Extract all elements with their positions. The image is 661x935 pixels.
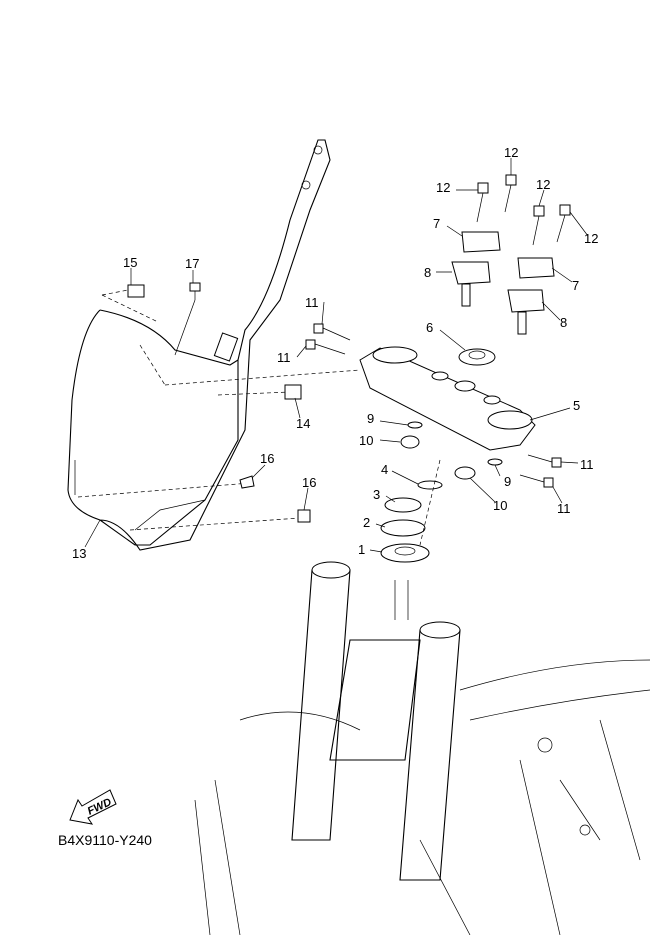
callout-9: 9 bbox=[367, 411, 374, 426]
callout-12: 12 bbox=[504, 145, 518, 160]
callout-16: 16 bbox=[260, 451, 274, 466]
callout-6: 6 bbox=[426, 320, 433, 335]
callout-10: 10 bbox=[359, 433, 373, 448]
clip-14 bbox=[284, 384, 302, 400]
callout-17: 17 bbox=[185, 256, 199, 271]
callout-1: 1 bbox=[358, 542, 365, 557]
upper-bracket-5 bbox=[359, 346, 536, 451]
number-plate-13 bbox=[67, 139, 361, 551]
callout-4: 4 bbox=[381, 462, 388, 477]
callout-11: 11 bbox=[277, 350, 291, 365]
callout-12: 12 bbox=[436, 180, 450, 195]
bolts-11 bbox=[305, 323, 562, 488]
callout-16: 16 bbox=[302, 475, 316, 490]
callout-8: 8 bbox=[424, 265, 431, 280]
nut-6 bbox=[458, 348, 496, 366]
callout-labels: 12 12 12 12 7 7 8 8 15 17 11 11 6 5 14 9… bbox=[72, 145, 598, 561]
callout-15: 15 bbox=[123, 255, 137, 270]
clip-16a bbox=[239, 475, 255, 489]
svg-text:FWD: FWD bbox=[86, 796, 114, 817]
leader-lines bbox=[84, 158, 589, 553]
callout-11: 11 bbox=[305, 295, 319, 310]
bolts-12 bbox=[476, 174, 571, 246]
clip-16b bbox=[297, 509, 311, 523]
callout-7: 7 bbox=[572, 278, 579, 293]
handlebar-holders bbox=[451, 231, 555, 335]
callout-10: 10 bbox=[493, 498, 507, 513]
callout-5: 5 bbox=[573, 398, 580, 413]
callout-14: 14 bbox=[296, 416, 310, 431]
callout-8: 8 bbox=[560, 315, 567, 330]
diagram-code: B4X9110-Y240 bbox=[58, 832, 152, 848]
callout-2: 2 bbox=[363, 515, 370, 530]
callout-13: 13 bbox=[72, 546, 86, 561]
fork-and-frame bbox=[194, 561, 651, 935]
callout-11: 11 bbox=[557, 501, 571, 516]
callout-12: 12 bbox=[536, 177, 550, 192]
fwd-arrow-icon: FWD bbox=[69, 789, 117, 825]
callout-3: 3 bbox=[373, 487, 380, 502]
screw-17 bbox=[174, 282, 201, 356]
callout-9: 9 bbox=[504, 474, 511, 489]
callout-12: 12 bbox=[584, 231, 598, 246]
callout-11: 11 bbox=[580, 457, 594, 472]
clip-15 bbox=[101, 284, 159, 323]
callout-7: 7 bbox=[433, 216, 440, 231]
